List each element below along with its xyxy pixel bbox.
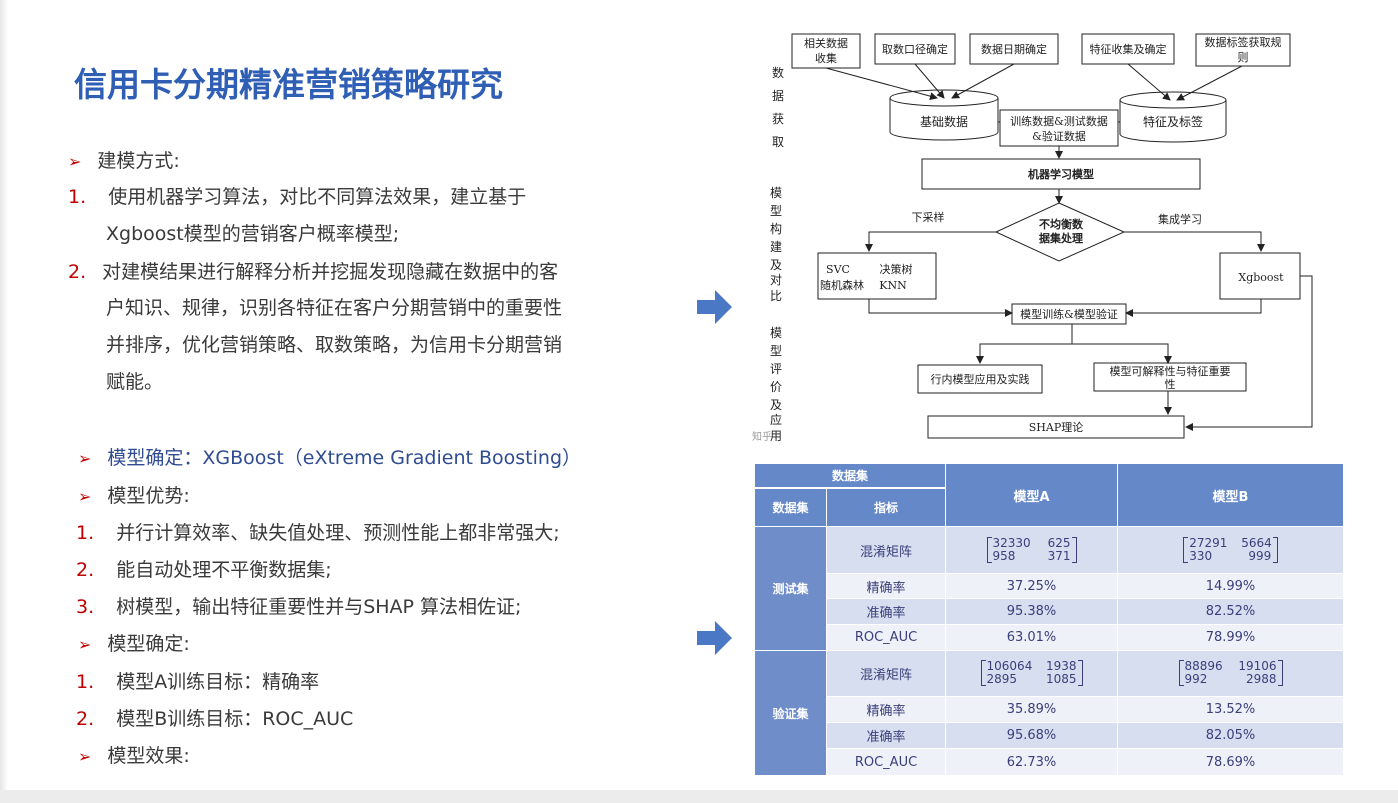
apply-label: 行内模型应用及实践 xyxy=(931,372,1030,386)
svg-text:数: 数 xyxy=(772,65,784,80)
svg-text:型: 型 xyxy=(770,344,782,358)
svg-text:及: 及 xyxy=(770,258,782,272)
table-row: 准确率 95.38% 82.52% xyxy=(755,598,1345,625)
page-title: 信用卡分期精准营销策略研究 xyxy=(74,65,503,104)
side-label-data: 数 据 获 取 xyxy=(772,65,784,149)
split-label: 训练数据&测试数据 xyxy=(1010,114,1108,128)
train-verify-label: 模型训练&模型验证 xyxy=(1020,307,1118,321)
svg-text:用: 用 xyxy=(770,429,782,443)
table-row: 准确率 95.68% 82.05% xyxy=(755,722,1345,749)
box-related-data-label: 相关数据 xyxy=(804,36,848,50)
bullet-effect: ➢模型效果: xyxy=(78,745,190,767)
svg-text:据集处理: 据集处理 xyxy=(1039,231,1083,245)
xgboost-label: Xgboost xyxy=(1238,271,1284,284)
branch-down-sample: 下采样 xyxy=(912,210,945,224)
bullet-arrow-icon: ➢ xyxy=(78,747,92,766)
table-row: 精确率 35.89% 13.52% xyxy=(755,696,1345,723)
svg-text:建: 建 xyxy=(770,240,782,254)
header-metric: 指标 xyxy=(825,487,947,527)
bullet-arrow-icon: ➢ xyxy=(78,449,92,468)
explain-label: 模型可解释性与特征重要 xyxy=(1110,364,1231,378)
adv-item-3: 3. 树模型，输出特征重要性并与SHAP 算法相佐证; xyxy=(76,596,522,618)
side-label-model: 模 型 构 建 及 对 比 xyxy=(770,186,782,303)
bullet-advantage: ➢模型优势: xyxy=(78,485,190,507)
adv-item-2: 2. 能自动处理不平衡数据集; xyxy=(76,559,332,581)
bullet-modeling: ➢建模方式: xyxy=(68,150,180,172)
adv-item-1: 1. 并行计算效率、缺失值处理、预测性能上都非常强大; xyxy=(76,522,560,544)
svg-text:模: 模 xyxy=(770,186,782,200)
table-row: 精确率 37.25% 14.99% xyxy=(755,573,1345,599)
list-item-2-cont-b: 并排序，优化营销策略、取数策略，为信用卡分期营销 xyxy=(106,334,563,356)
svg-text:比: 比 xyxy=(770,289,782,303)
algo-svc: SVC xyxy=(826,263,850,276)
shap-label: SHAP理论 xyxy=(1029,420,1083,434)
svg-text:性: 性 xyxy=(1165,377,1176,391)
svg-text:则: 则 xyxy=(1238,51,1249,64)
table-row: ROC_AUC 63.01% 78.99% xyxy=(755,624,1345,651)
list-item-2: 2.对建模结果进行解释分析并挖掘发现隐藏在数据中的客 xyxy=(68,261,559,283)
bullet-arrow-icon: ➢ xyxy=(78,635,92,654)
ml-model-label: 机器学习模型 xyxy=(1028,167,1094,181)
svg-text:对: 对 xyxy=(770,273,782,287)
svg-text:&验证数据: &验证数据 xyxy=(1032,129,1086,143)
bullet-model-choice: ➢模型确定：XGBoost（eXtreme Gradient Boosting） xyxy=(78,447,582,469)
header-dataset: 数据集 xyxy=(754,487,827,527)
db-base-label: 基础数据 xyxy=(920,114,968,129)
svg-text:收集: 收集 xyxy=(815,51,837,65)
svg-text:价: 价 xyxy=(770,380,782,394)
algo-rf: 随机森林 xyxy=(820,278,864,292)
header-dataset-top: 数据集 xyxy=(753,463,947,489)
bullet-model-set: ➢模型确定: xyxy=(78,633,190,655)
box-feature-label: 特征收集及确定 xyxy=(1090,42,1167,56)
row-test: 测试集 xyxy=(754,526,827,651)
svg-text:及: 及 xyxy=(770,398,782,412)
modeling-flowchart: 数 据 获 取 模 型 构 建 及 对 比 模 型 评 价 及 应 用 知乎 xyxy=(752,33,1313,443)
box-label-rule-label: 数据标签获取规 xyxy=(1205,35,1282,49)
list-item-1-cont: Xgboost模型的营销客户概率模型; xyxy=(106,223,400,245)
list-item-1: 1. 使用机器学习算法，对比不同算法效果，建立基于 xyxy=(68,186,527,208)
box-label-rule xyxy=(1195,33,1291,67)
header-model-b: 模型B xyxy=(1117,463,1345,527)
branch-ensemble: 集成学习 xyxy=(1158,212,1202,226)
list-item-2-cont-c: 赋能。 xyxy=(106,371,164,393)
svg-text:获: 获 xyxy=(772,112,784,126)
list-item-2-cont-a: 户知识、规律，识别各特征在客户分期营销中的重要性 xyxy=(106,297,563,319)
bullet-arrow-icon: ➢ xyxy=(68,152,82,171)
svg-text:构: 构 xyxy=(770,221,782,236)
model-b-item: 2. 模型B训练目标：ROC_AUC xyxy=(76,708,354,730)
svg-text:评: 评 xyxy=(770,362,782,376)
table-row: ROC_AUC 62.73% 78.69% xyxy=(755,748,1345,776)
box-caliber-label: 取数口径确定 xyxy=(882,42,948,56)
svg-text:据: 据 xyxy=(772,89,784,103)
svg-text:模: 模 xyxy=(770,326,782,340)
watermark-text: 知乎 xyxy=(752,430,772,443)
algo-tree: 决策树 xyxy=(880,262,913,276)
bullet-arrow-icon: ➢ xyxy=(78,487,92,506)
header-model-a: 模型A xyxy=(945,463,1119,527)
page-bottom-bar xyxy=(0,790,1398,803)
box-date-label: 数据日期确定 xyxy=(981,42,1047,56)
row-valid: 验证集 xyxy=(754,650,827,776)
metric-confusion: 混淆矩阵 xyxy=(825,526,947,574)
svg-text:型: 型 xyxy=(770,204,782,218)
diamond-label: 不均衡数 xyxy=(1039,217,1084,231)
algo-knn: KNN xyxy=(879,279,907,292)
right-arrow-icon xyxy=(697,290,732,324)
right-arrow-icon xyxy=(697,621,732,655)
db-feature-label: 特征及标签 xyxy=(1143,114,1203,129)
page-edge-shadow xyxy=(0,0,8,790)
model-a-item: 1. 模型A训练目标：精确率 xyxy=(76,671,320,693)
svg-text:取: 取 xyxy=(772,135,784,149)
side-label-eval: 模 型 评 价 及 应 用 xyxy=(770,326,782,443)
svg-text:应: 应 xyxy=(770,412,782,427)
